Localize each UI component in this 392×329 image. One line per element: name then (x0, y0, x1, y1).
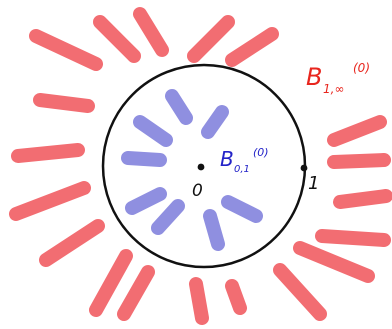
inner-stroke (228, 202, 256, 216)
outer-stroke (300, 248, 368, 276)
outer-stroke (322, 236, 384, 240)
inner-stroke (172, 96, 186, 118)
outer-stroke (18, 150, 78, 156)
outer-stroke (340, 196, 386, 202)
outer-stroke (36, 36, 96, 64)
radius-point (301, 165, 308, 172)
outer-stroke (100, 22, 134, 56)
outer-region-label-sup: (0) (353, 61, 370, 75)
inner-stroke (132, 194, 160, 208)
outer-region-label-main: B (306, 63, 322, 91)
inner-stroke (210, 216, 218, 244)
outer-stroke (16, 188, 84, 214)
inner-stroke (140, 122, 166, 140)
origin-point (198, 164, 205, 171)
outer-stroke (194, 22, 228, 56)
inner-stroke (158, 206, 178, 228)
origin-label: 0 (192, 181, 203, 201)
outer-stroke (334, 122, 380, 140)
outer-stroke (124, 272, 148, 314)
outer-stroke (232, 286, 240, 308)
inner-stroke (128, 158, 160, 160)
outer-region-label: B 1,∞ (0) (306, 61, 370, 96)
outer-stroke (196, 284, 202, 318)
outer-stroke (232, 34, 272, 60)
outer-stroke (40, 100, 88, 106)
radius-label: 1 (308, 173, 319, 194)
outer-stroke (140, 14, 162, 50)
outer-stroke (280, 270, 320, 314)
outer-region-label-sub: 1,∞ (323, 82, 344, 96)
outer-stroke (96, 256, 126, 310)
inner-ball-label-main: B (220, 147, 234, 171)
outer-stroke (334, 160, 384, 162)
inner-ball-label-sup: (0) (253, 146, 269, 159)
inner-stroke (208, 112, 222, 132)
outer-stroke (46, 226, 98, 260)
inner-ball-label-sub: 0,1 (234, 164, 250, 175)
inner-ball-label: B 0,1 (0) (220, 146, 269, 175)
